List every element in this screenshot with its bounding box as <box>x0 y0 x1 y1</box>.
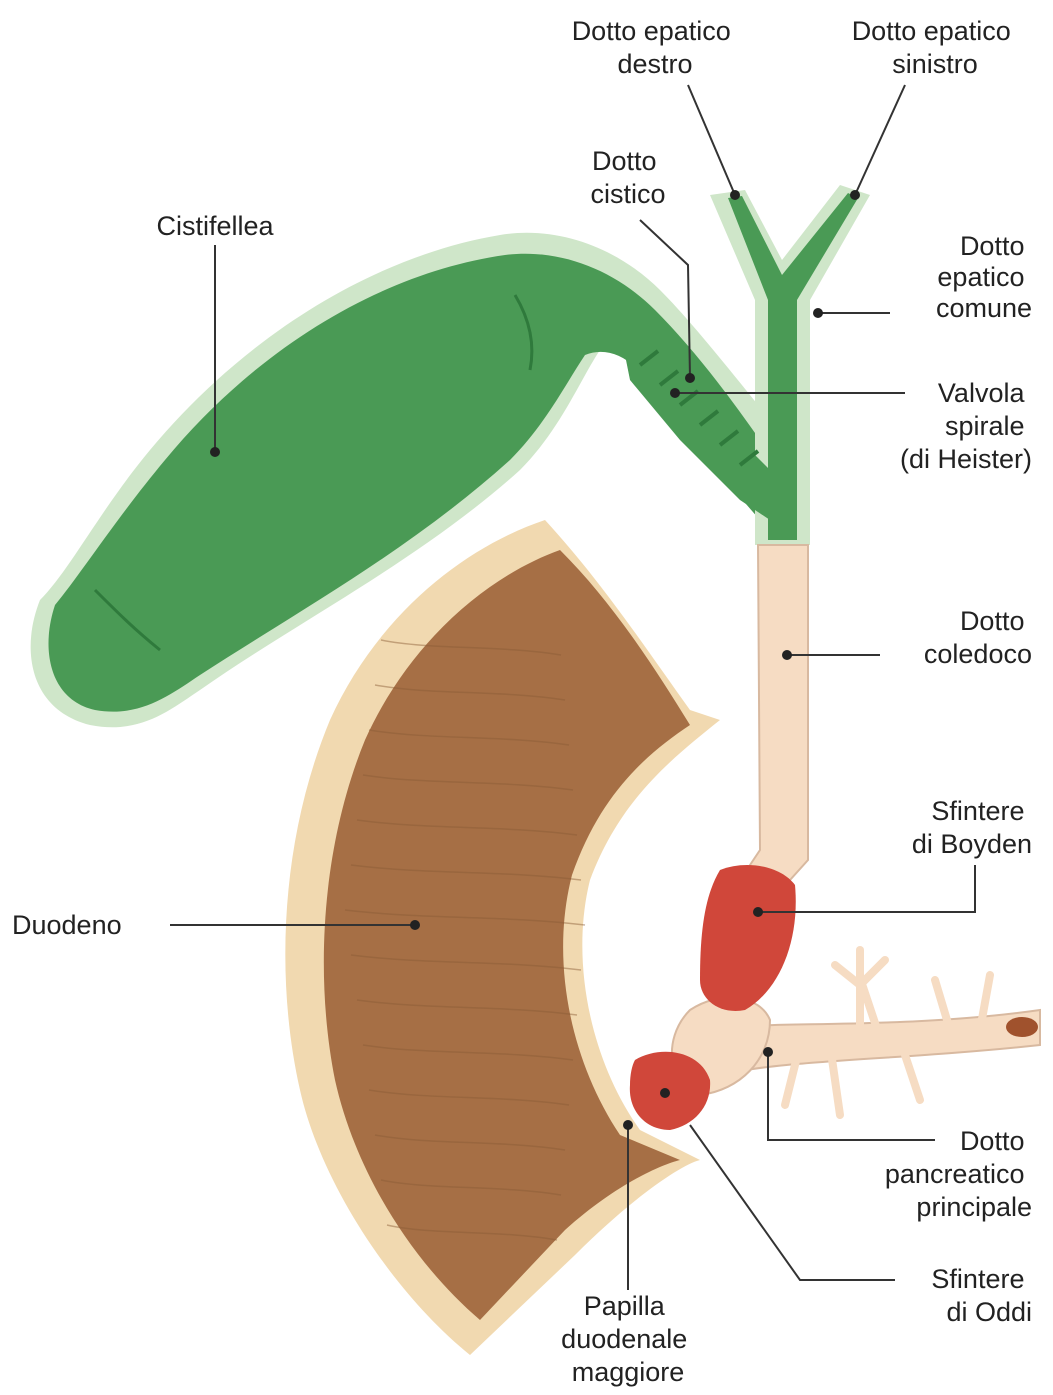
sphincter-of-oddi <box>630 1052 710 1130</box>
dot-dotto-epatico-comune <box>813 308 823 318</box>
leader-dotto-epatico-sinistro <box>855 85 905 195</box>
label-dotto-epatico-sinistro: Dotto epatico sinistro <box>852 16 1019 79</box>
dot-dotto-epatico-destro <box>730 190 740 200</box>
dot-duodeno <box>410 920 420 930</box>
leader-sfintere-oddi <box>690 1125 895 1280</box>
dot-dotto-pancreatico <box>763 1047 773 1057</box>
dot-sfintere-boyden <box>753 907 763 917</box>
label-dotto-epatico-destro: Dotto epatico destro <box>572 16 739 79</box>
label-valvola-spirale: Valvola spirale (di Heister) <box>900 378 1032 474</box>
dot-papilla <box>623 1120 633 1130</box>
dot-dotto-cistico <box>685 373 695 383</box>
sphincter-of-boyden <box>700 865 796 1011</box>
label-cistifellea: Cistifellea <box>156 211 274 241</box>
duodenum <box>285 520 720 1355</box>
label-dotto-coledoco: Dotto coledoco <box>924 606 1032 669</box>
label-papilla: Papilla duodenale maggiore <box>561 1291 695 1387</box>
label-duodeno: Duodeno <box>12 910 122 940</box>
label-dotto-cistico: Dotto cistico <box>590 146 665 209</box>
label-dotto-epatico-comune: Dotto epatico comune <box>936 231 1032 323</box>
pancreatic-duct-opening <box>1006 1017 1038 1037</box>
common-bile-duct <box>740 545 808 880</box>
dot-dotto-epatico-sinistro <box>850 190 860 200</box>
label-sfintere-oddi: Sfintere di Oddi <box>931 1264 1032 1327</box>
dot-dotto-coledoco <box>782 650 792 660</box>
dot-sfintere-oddi <box>660 1088 670 1098</box>
label-sfintere-boyden: Sfintere di Boyden <box>912 796 1032 859</box>
leader-dotto-epatico-destro <box>688 85 735 195</box>
dot-valvola-spirale <box>670 388 680 398</box>
dot-cistifellea <box>210 447 220 457</box>
